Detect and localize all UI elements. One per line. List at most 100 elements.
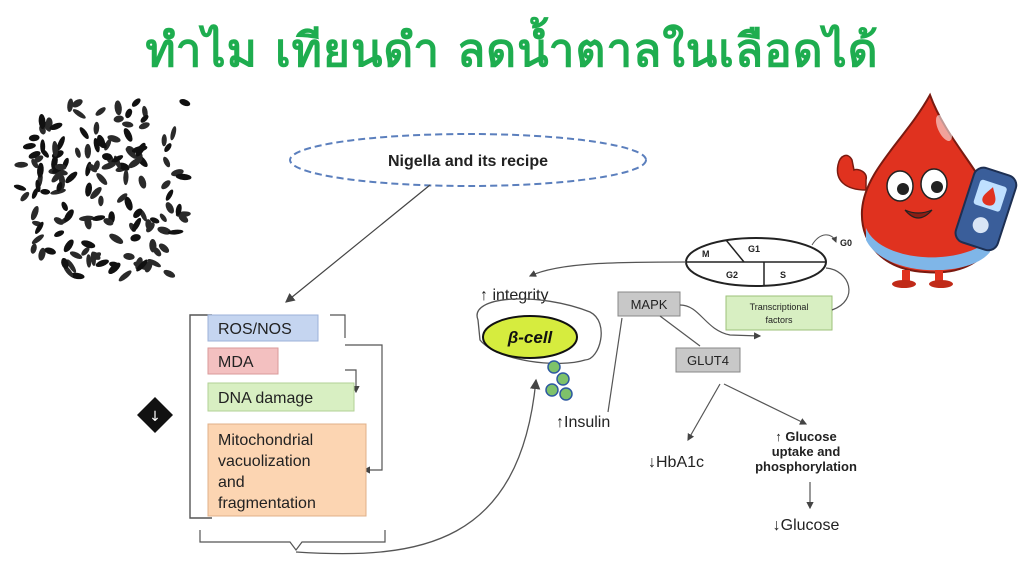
seed-shape xyxy=(61,201,68,212)
seed-shape xyxy=(72,109,86,119)
seed-shape xyxy=(147,258,161,268)
svg-text:uptake and: uptake and xyxy=(772,444,841,459)
insulin-label: ↑Insulin xyxy=(556,414,610,431)
nigella-source-node: Nigella and its recipe xyxy=(289,133,647,187)
seed-shape xyxy=(95,107,106,116)
svg-text:Mitochondrial: Mitochondrial xyxy=(218,432,313,449)
mda-box: MDA xyxy=(207,347,279,375)
seed-shape xyxy=(85,182,93,197)
seed-shape xyxy=(81,240,96,249)
seed-shape xyxy=(91,251,101,260)
integrity-label: ↑ integrity xyxy=(480,287,548,304)
mitochondrial-box: Mitochondrial vacuolization and fragment… xyxy=(207,423,367,517)
seed-shape xyxy=(122,121,134,128)
seed-shape xyxy=(31,188,38,199)
seed-shape xyxy=(90,186,102,200)
seed-shape xyxy=(109,233,124,244)
svg-text:↓: ↓ xyxy=(149,409,161,425)
dna-damage-box: DNA damage xyxy=(207,382,355,412)
seed-shape xyxy=(175,173,192,181)
seed-shape xyxy=(149,239,157,253)
seed-shape xyxy=(49,122,63,131)
seed-shape xyxy=(95,259,109,267)
seed-shape xyxy=(54,230,65,238)
seed-shape xyxy=(138,122,150,130)
seed-shape xyxy=(111,155,124,163)
seed-shape xyxy=(123,253,135,260)
seed-shape xyxy=(63,239,74,253)
svg-text:MAPK: MAPK xyxy=(631,297,668,312)
seed-shape xyxy=(98,195,104,207)
seed-shape xyxy=(66,259,77,273)
svg-text:G0: G0 xyxy=(840,238,852,248)
ros-nos-box: ROS/NOS xyxy=(207,314,319,342)
seed-shape xyxy=(43,121,51,132)
seed-shape xyxy=(131,145,148,153)
seed-shape xyxy=(125,147,137,159)
svg-text:G1: G1 xyxy=(748,244,760,254)
seed-shape xyxy=(56,181,63,192)
svg-text:vacuolization: vacuolization xyxy=(218,453,311,470)
blood-drop-mascot xyxy=(836,92,1018,288)
seed-shape xyxy=(28,134,40,142)
seed-shape xyxy=(92,215,106,221)
seed-shape xyxy=(123,169,129,186)
seed-shape xyxy=(30,243,37,254)
seed-shape xyxy=(102,153,113,161)
page-title: ทำไม เทียนดำ ลดน้ำตาลในเลือดได้ xyxy=(145,23,879,77)
seed-shape xyxy=(93,121,100,135)
seed-shape xyxy=(140,114,149,123)
seed-shape xyxy=(40,148,49,158)
svg-text:DNA damage: DNA damage xyxy=(218,390,313,407)
seed-shape xyxy=(74,147,81,158)
seed-shape xyxy=(159,213,167,223)
seed-shape xyxy=(20,191,30,202)
seed-shape xyxy=(167,229,184,235)
seed-shape xyxy=(51,170,64,183)
seed-shape xyxy=(161,180,171,190)
seed-shape xyxy=(164,143,172,152)
seed-shape xyxy=(128,157,142,169)
seed-shape xyxy=(61,257,69,269)
svg-text:S: S xyxy=(780,270,786,280)
source-label: Nigella and its recipe xyxy=(388,153,548,170)
seed-shape xyxy=(108,262,121,275)
seed-shape xyxy=(81,247,90,256)
svg-text:and: and xyxy=(218,474,245,491)
seed-shape xyxy=(31,158,39,169)
seed-shape xyxy=(96,138,107,149)
seed-shape xyxy=(175,203,182,216)
seed-shape xyxy=(13,184,27,191)
seed-shape xyxy=(86,254,92,268)
seed-shape xyxy=(65,171,78,184)
svg-text:β-cell: β-cell xyxy=(507,328,554,347)
seed-shape xyxy=(44,247,56,255)
seed-shape xyxy=(131,98,141,107)
svg-text:M: M xyxy=(702,249,710,259)
svg-text:fragmentation: fragmentation xyxy=(218,495,316,512)
svg-text:GLUT4: GLUT4 xyxy=(687,353,729,368)
seed-shape xyxy=(22,143,36,150)
seed-shape xyxy=(31,234,44,245)
seed-shape xyxy=(149,217,160,224)
seed-shape xyxy=(52,141,59,157)
seed-shape xyxy=(170,126,177,141)
hba1c-label: ↓HbA1c xyxy=(648,454,704,471)
seed-shape xyxy=(38,114,46,129)
seed-shape xyxy=(84,143,91,159)
seed-shape xyxy=(133,208,143,219)
insulin-granules xyxy=(545,360,573,401)
seed-shape xyxy=(157,226,172,235)
seed-shape xyxy=(123,128,133,142)
svg-text:↑ Glucose: ↑ Glucose xyxy=(775,429,836,444)
seed-shape xyxy=(101,162,116,170)
seed-shape xyxy=(114,100,122,116)
seed-shape xyxy=(56,136,65,151)
mapk-box: MAPK xyxy=(617,291,681,317)
svg-text:G2: G2 xyxy=(726,270,738,280)
seed-shape xyxy=(33,155,44,163)
svg-text:phosphorylation: phosphorylation xyxy=(755,459,857,474)
seed-shape xyxy=(117,193,128,203)
seed-shape xyxy=(163,269,176,278)
seed-shape xyxy=(138,175,147,189)
